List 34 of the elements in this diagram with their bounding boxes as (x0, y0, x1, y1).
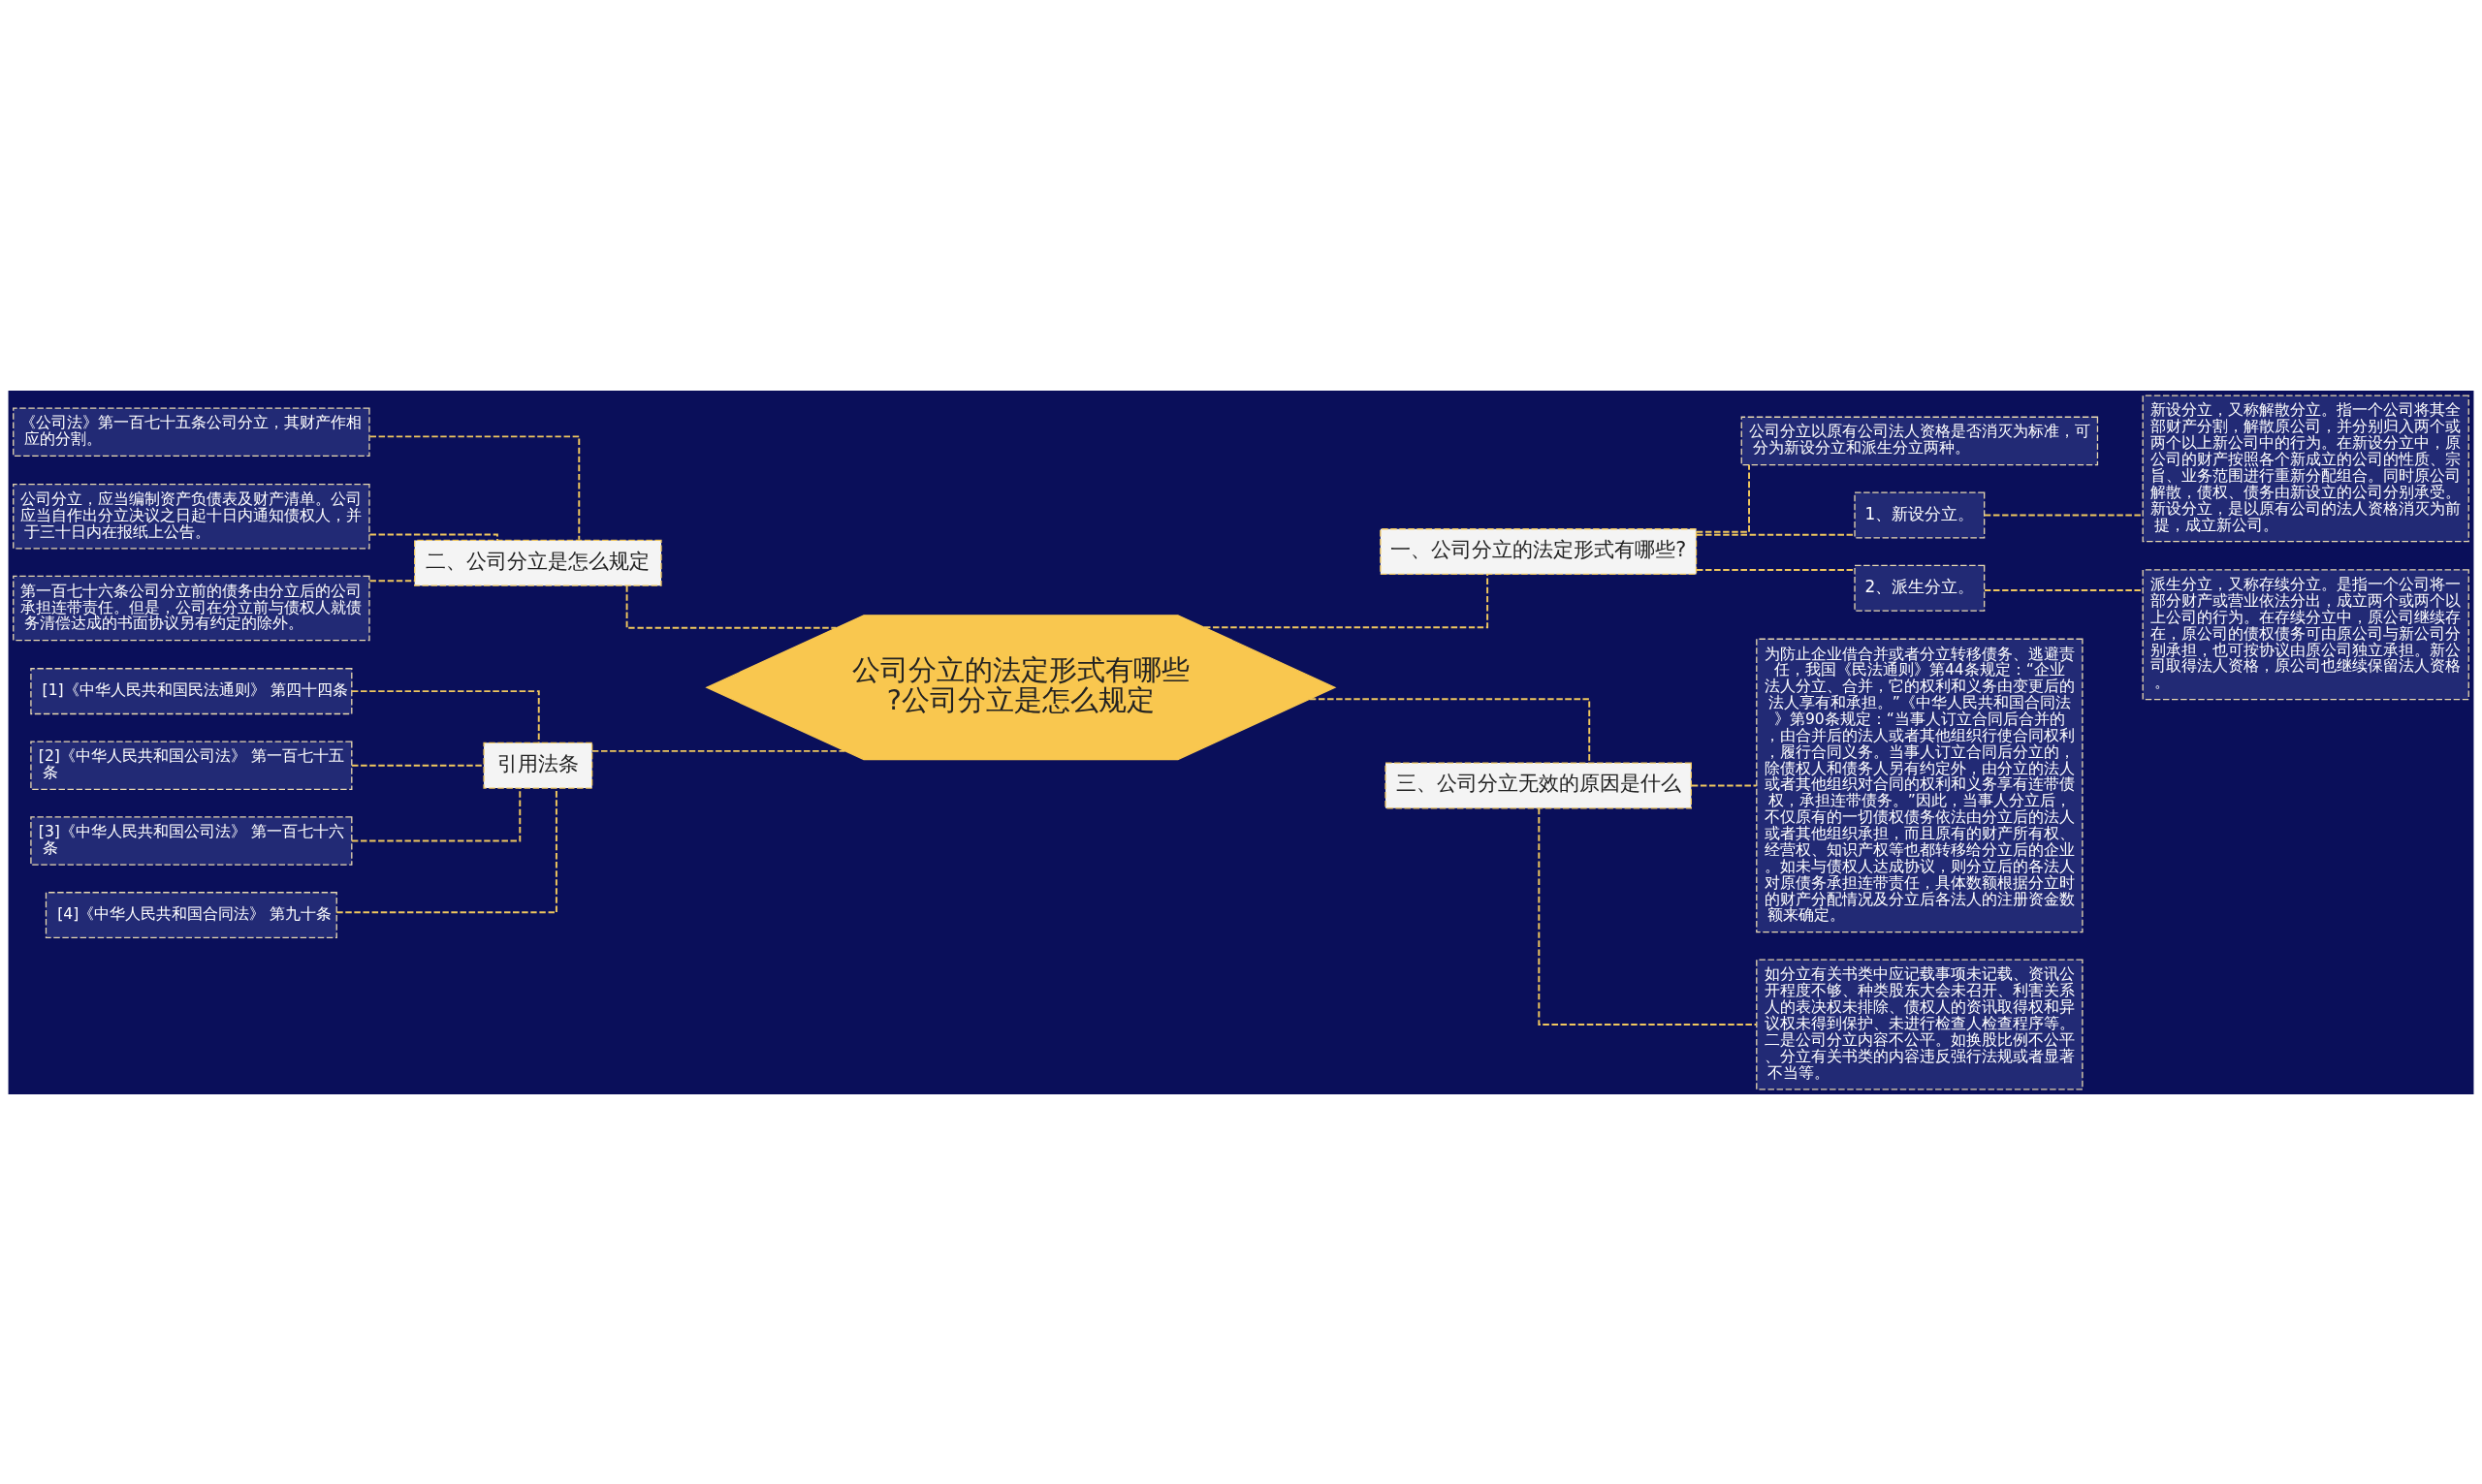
connector (1695, 463, 1750, 533)
node-box: 三、公司分立无效的原因是什么 (1384, 761, 1692, 808)
node-box: 新设分立，又称解散分立。指一个公司将其全部财产分割，解散原公司，并分别归入两个或两个以上新公司中的行为。在新设分立中，原公司的财产按照各个新成立的公司的性质、宗旨、业务范围进行重新分配组合。同时原公司解散，债权、债务由新设立的公司分别承受。新设分立，是以原有公司的法人资格消灭为前提，成立新公司。 (2142, 395, 2469, 542)
node-box: [2]《中华人民共和国公司法》 第一百七十五条 (30, 740, 353, 790)
connector (335, 786, 557, 913)
node-box: 公司分立以原有公司法人资格是否消灭为标准，可分为新设分立和派生分立两种。 (1740, 416, 2099, 465)
node-box: 《公司法》第一百七十五条公司分立，其财产作相应的分割。 (13, 407, 370, 457)
connector (368, 533, 498, 541)
connector (351, 764, 485, 767)
node-box: [1]《中华人民共和国民法通则》 第四十四条 (30, 667, 353, 714)
connector (1690, 783, 1758, 786)
node-box: 1、新设分立。 (1854, 490, 1986, 538)
node-box: 派生分立，又称存续分立。是指一个公司将一部分财产或营业依法分出，成立两个或两个以上公司的行为。在存续分立中，原公司继续存在，原公司的债权债务可由原公司与新公司分别承担，也可按协议由原公司独立承担。新公司取得法人资格，原公司也继续保留法人资格。 (2142, 568, 2469, 700)
connector (1203, 573, 1489, 628)
connector (591, 749, 846, 752)
node-box: 公司分立，应当编制资产负债表及财产清单。公司应当自作出分立决议之日起十日内通知债权人，并于三十日内在报纸上公告。 (13, 483, 370, 549)
node-box: 为防止企业借合并或者分立转移债务、逃避责任，我国《民法通则》第44条规定：“企业法人分立、合并，它的权利和义务由变更后的法人享有和承担。”《中华人民共和国合同法》第90条规定：“当事人订立合同后合并的，由合并后的法人或者其他组织行使合同权利，履行合同义务。当事人订立合同后分立的，除债权人和债务人另有约定外，由分立的法人或者其他组织对合同的权利和义务享有连带债权，承担连带债务。”因此，当事人分立后，不仅原有的一切债权债务依法由分立后的法人或者其他组织承担，而且原有的财产所有权、经营权、知识产权等也都转移给分立后的企业。如未与债权人达成协议，则分立后的各法人对原债务承担连带责任，具体数额根据分立时的财产分配情况及分立后各法人的注册资金数额来确定。 (1756, 638, 2084, 932)
connector (1538, 806, 1758, 1026)
node-box: 2、派生分立。 (1854, 564, 1986, 612)
connector (625, 584, 838, 629)
node-box: 如分立有关书类中应记载事项未记载、资讯公开程度不够、种类股东大会未召开、利害关系人的表决权未排除、债权人的资讯取得权和异议权未得到保护、未进行检查人检查程序等。二是公司分立内容不公平。如换股比例不公平、分立有关书类的内容违反强行法规或者显著不当等。 (1756, 959, 2084, 1089)
node-box: 一、公司分立的法定形式有哪些? (1380, 527, 1698, 575)
connector (350, 786, 522, 841)
node-box: [4]《中华人民共和国合同法》 第九十条 (45, 891, 337, 938)
connector (1984, 514, 2144, 516)
node-box: 第一百七十六条公司分立前的债务由分立后的公司承担连带责任。但是，公司在分立前与债权人就债务清偿达成的书面协议另有约定的除外。 (13, 575, 370, 641)
node-box: 引用法条 (483, 742, 593, 789)
connector (1984, 588, 2144, 591)
connector (368, 434, 581, 541)
connector (1308, 697, 1591, 764)
connector (1696, 533, 1856, 536)
connector (1696, 568, 1856, 571)
node-box: 二、公司分立是怎么规定 (414, 539, 662, 586)
node-box: [3]《中华人民共和国公司法》 第一百七十六条 (30, 815, 353, 866)
